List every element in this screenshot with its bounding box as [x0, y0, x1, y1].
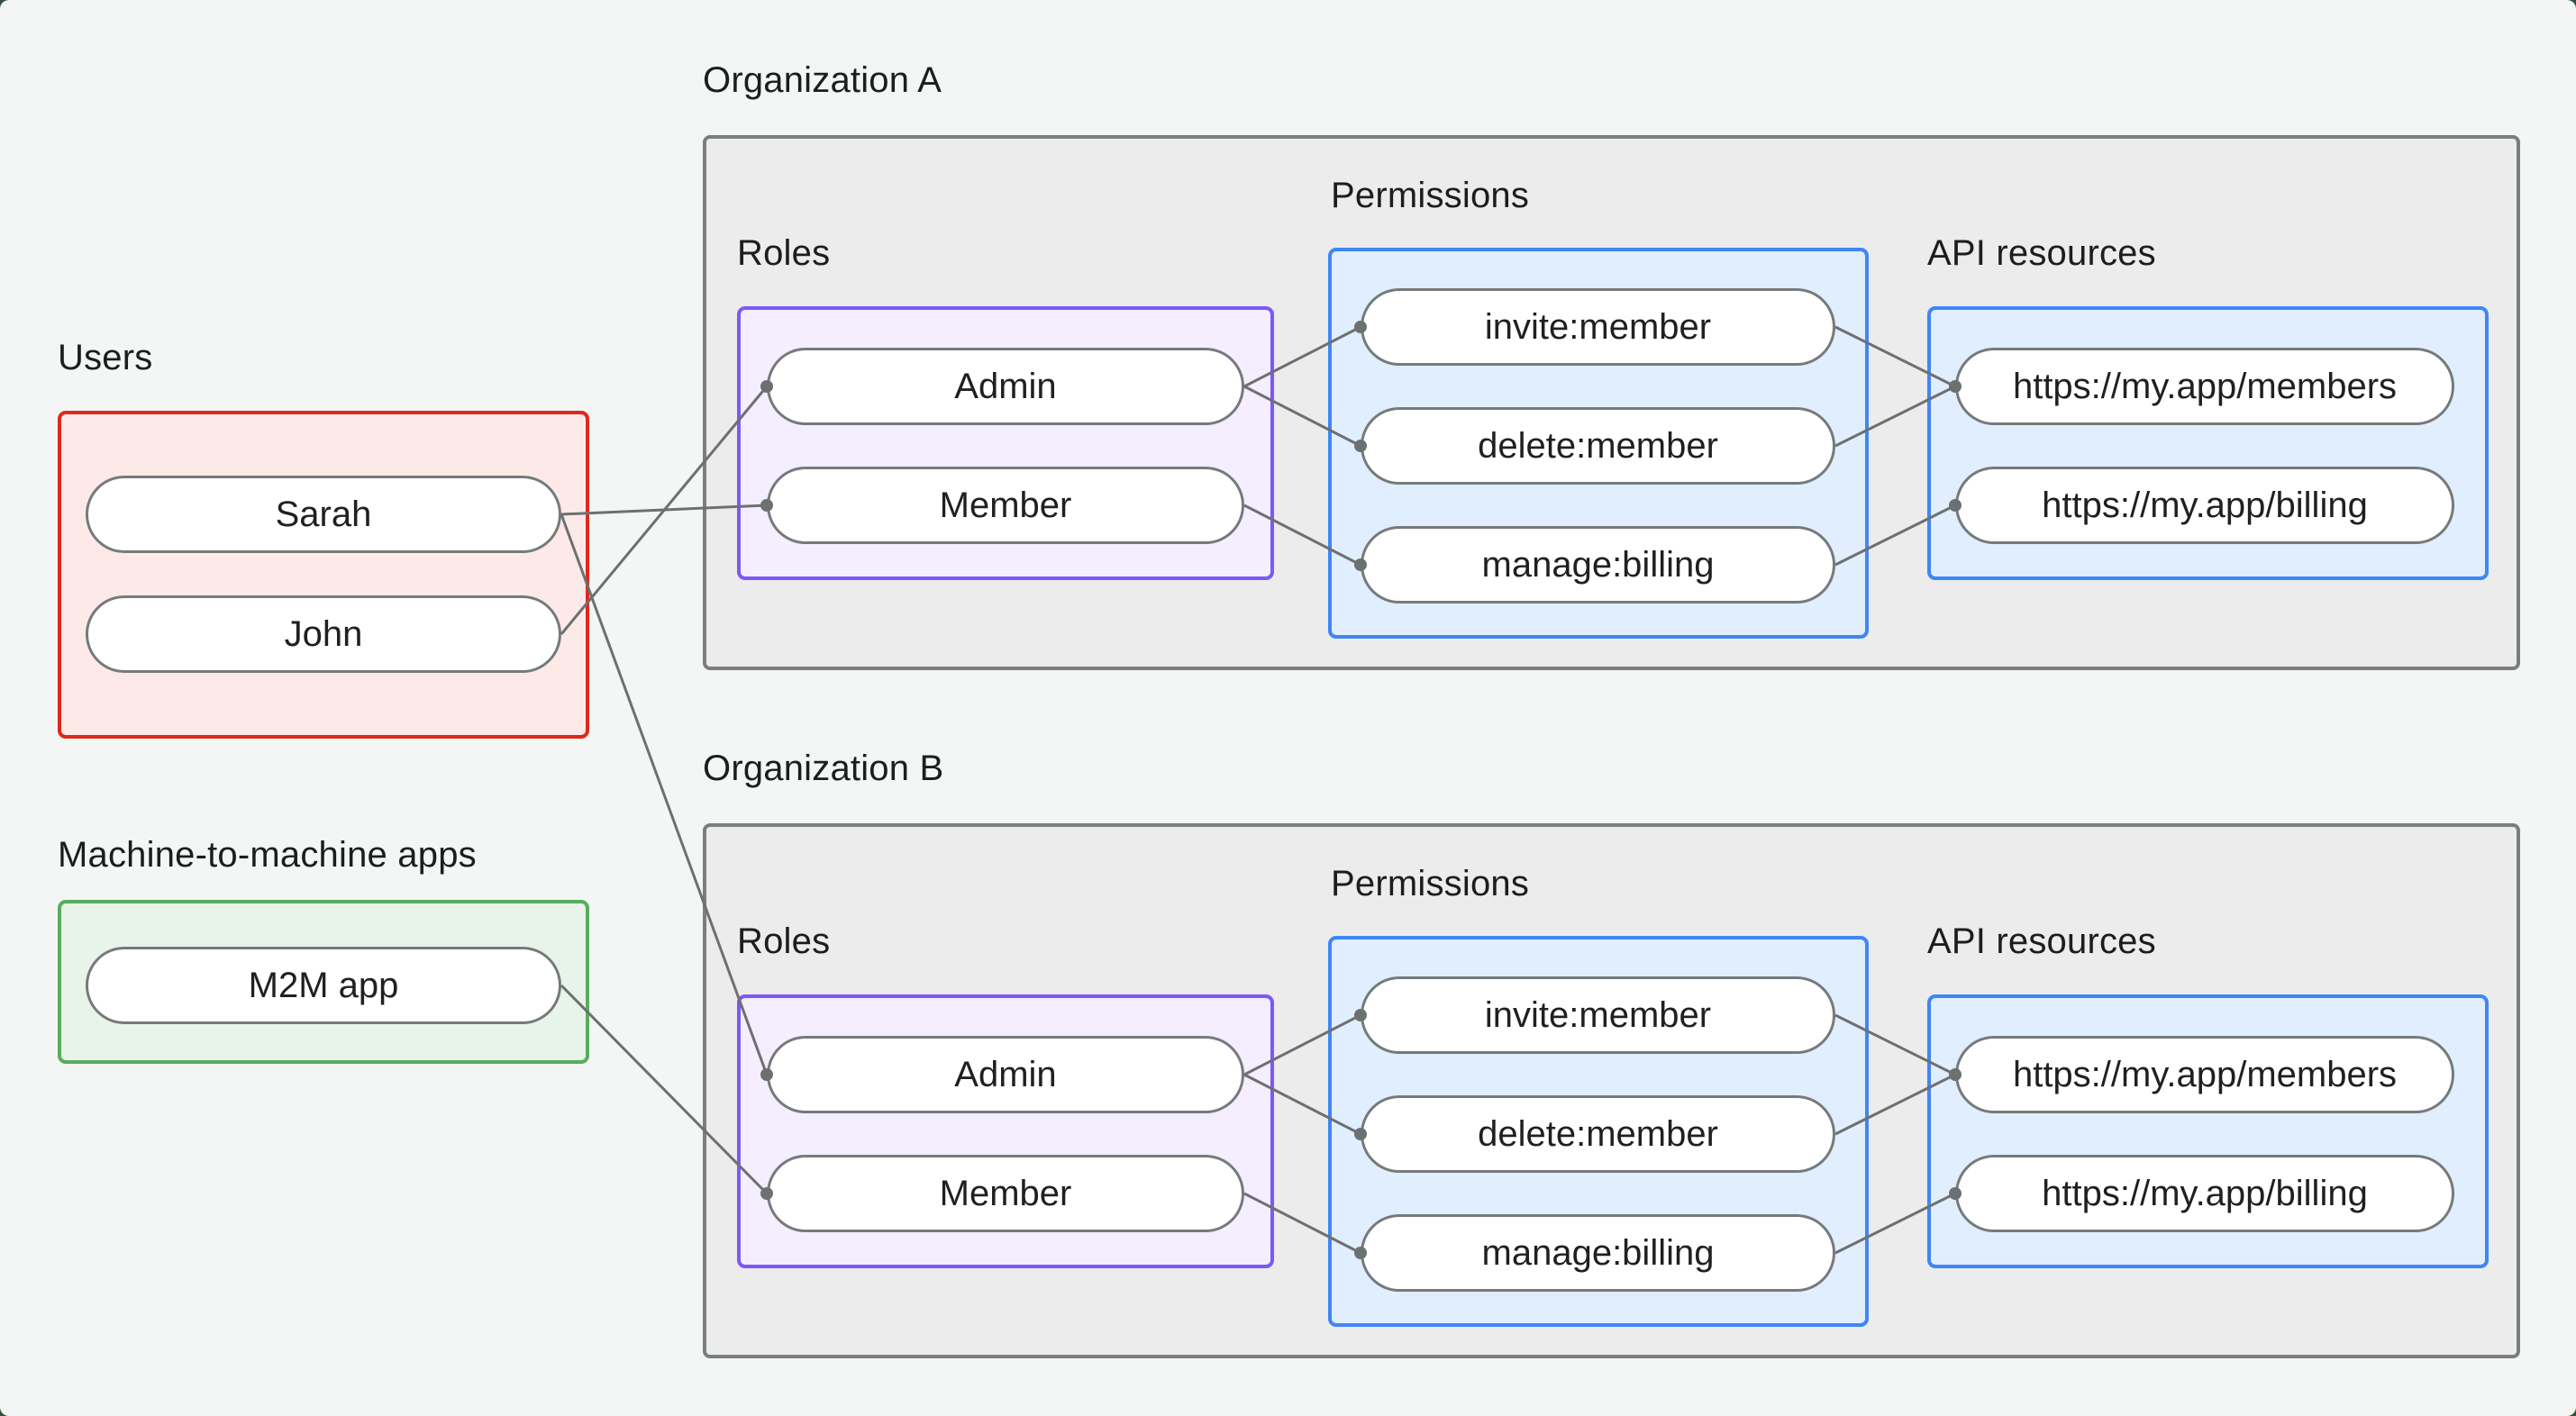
user-node-john: John [86, 595, 561, 673]
org-b-permission-delete-member: delete:member [1361, 1095, 1835, 1173]
org-a-role-member: Member [767, 467, 1244, 544]
org-a-permission-invite-member: invite:member [1361, 288, 1835, 366]
users-group-label: Users [58, 338, 153, 377]
org-a-role-admin: Admin [767, 348, 1244, 425]
org-b-label: Organization B [703, 749, 944, 788]
m2m-app-node: M2M app [86, 947, 561, 1024]
org-b-api-resources-label: API resources [1927, 921, 2156, 961]
org-b-api-billing: https://my.app/billing [1955, 1155, 2454, 1232]
org-b-role-admin: Admin [767, 1036, 1244, 1113]
org-a-label: Organization A [703, 60, 942, 100]
org-a-permission-manage-billing: manage:billing [1361, 526, 1835, 604]
org-b-role-member: Member [767, 1155, 1244, 1232]
org-a-roles-label: Roles [737, 233, 831, 273]
org-b-permission-invite-member: invite:member [1361, 976, 1835, 1054]
org-b-api-members: https://my.app/members [1955, 1036, 2454, 1113]
users-group-box [58, 411, 589, 739]
user-node-sarah: Sarah [86, 476, 561, 553]
org-a-api-resources-label: API resources [1927, 233, 2156, 273]
org-a-api-billing: https://my.app/billing [1955, 467, 2454, 544]
m2m-group-label: Machine-to-machine apps [58, 835, 477, 875]
org-b-permission-manage-billing: manage:billing [1361, 1214, 1835, 1292]
org-a-permissions-label: Permissions [1331, 176, 1530, 215]
org-b-roles-label: Roles [737, 921, 831, 961]
org-b-permissions-label: Permissions [1331, 864, 1530, 903]
org-a-api-members: https://my.app/members [1955, 348, 2454, 425]
org-a-permission-delete-member: delete:member [1361, 407, 1835, 485]
